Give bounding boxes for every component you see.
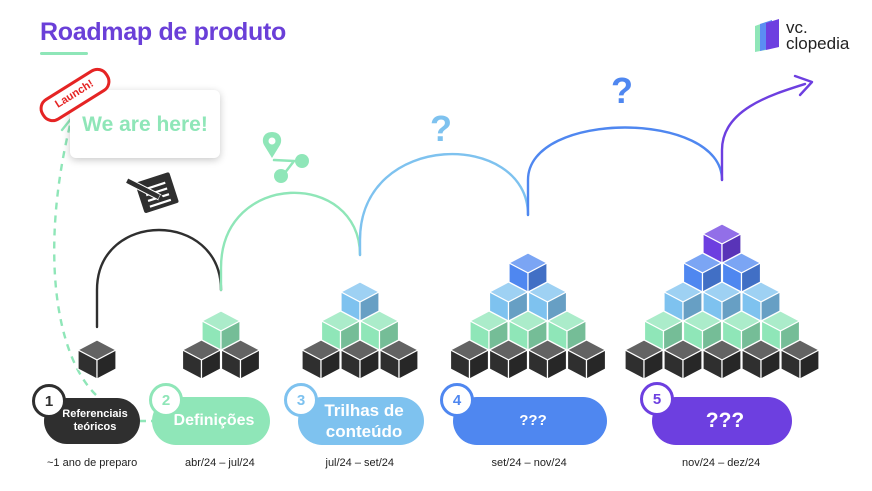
cube-icon xyxy=(488,281,529,322)
page-title: Roadmap de produto xyxy=(40,18,286,46)
cube-icon xyxy=(181,339,222,380)
cube-icon xyxy=(702,223,742,264)
logo-line-1: vc. xyxy=(786,18,808,37)
logo-line-2: clopedia xyxy=(786,34,850,53)
we-are-here-callout: We are here! xyxy=(70,90,220,158)
decorations: ?? xyxy=(124,70,633,213)
phase-4-pill: ??? xyxy=(453,397,607,445)
phase-3-period: jul/24 – set/24 xyxy=(325,457,395,469)
phase-1-period: ~1 ano de preparo xyxy=(47,457,138,469)
phase-2-label: Definições xyxy=(173,412,255,429)
phase-5-label: ??? xyxy=(705,409,745,432)
arc-phase-5 xyxy=(720,82,807,182)
phase-5-number: 5 xyxy=(640,382,674,416)
arrow-icon xyxy=(793,74,814,97)
question-mark-2: ? xyxy=(611,70,633,111)
phase-2-number: 2 xyxy=(149,383,183,417)
arc-phase-4 xyxy=(526,126,724,217)
arc-phase-1 xyxy=(95,229,223,329)
cube-icon xyxy=(359,310,400,351)
phase-1-label: Referenciais teóricos xyxy=(62,408,128,433)
phase-5-pill: ??? xyxy=(652,397,792,445)
phase-3-pill: Trilhas de conteúdo xyxy=(298,397,424,445)
logo-wordmark: vc. clopedia xyxy=(786,18,850,53)
title-underline xyxy=(40,52,88,55)
arc-phase-3 xyxy=(358,152,530,257)
phase-2-period: abr/24 – jul/24 xyxy=(185,457,255,469)
cube-icon xyxy=(663,281,703,322)
vcclopedia-logo: vc. clopedia xyxy=(752,18,864,56)
phase-3-label: Trilhas de conteúdo xyxy=(324,401,404,441)
cube-icon xyxy=(201,310,241,351)
phase-4-period: set/24 – nov/24 xyxy=(491,457,567,469)
question-mark-1: ? xyxy=(430,108,452,149)
book-logo-icon xyxy=(755,19,779,52)
cube-stacks xyxy=(77,223,820,380)
arc-phase-2 xyxy=(219,191,362,292)
phase-5-period: nov/24 – dez/24 xyxy=(682,457,761,469)
phase-1-number: 1 xyxy=(32,384,66,418)
cube-icon xyxy=(340,339,380,380)
phase-4-number: 4 xyxy=(440,383,474,417)
phase-4-label: ??? xyxy=(519,412,547,429)
phase-3-number: 3 xyxy=(284,383,318,417)
cube-icon xyxy=(301,339,341,380)
progress-arcs xyxy=(53,74,814,423)
cube-icon xyxy=(508,252,548,293)
cube-icon xyxy=(77,339,117,380)
notepad-pencil-icon xyxy=(124,172,179,213)
route-pin-icon xyxy=(262,132,309,183)
cube-icon xyxy=(340,281,380,322)
